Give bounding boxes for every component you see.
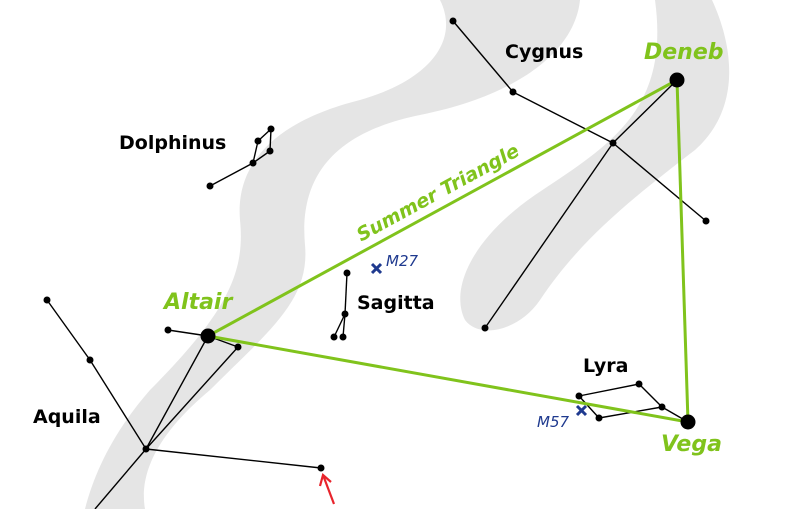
aquila-label: Aquila (33, 406, 101, 428)
milky-way-band-main (85, 0, 580, 509)
vega-label: Vega (661, 432, 722, 457)
lyra-lines (578, 383, 689, 423)
cygnus-lines (452, 20, 707, 329)
deneb-star (669, 72, 685, 88)
m57-x-mark-icon (575, 404, 588, 417)
cygnus-label: Cygnus (505, 41, 584, 63)
altair-star (200, 328, 216, 344)
lyra-label: Lyra (583, 355, 629, 377)
cygnus-stars (449, 17, 710, 332)
vega-star (680, 414, 696, 430)
altair-label: Altair (164, 290, 233, 315)
m27-label: M27 (386, 252, 419, 270)
sagitta-lines (333, 272, 348, 338)
summer-triangle-lines (207, 78, 690, 424)
sagitta-stars (330, 269, 351, 341)
aquila-stars (43, 296, 325, 472)
milky-way-band-right (460, 0, 730, 331)
lyra-stars (575, 380, 666, 422)
m27-x-mark-icon (370, 262, 383, 275)
dolphinus-stars (206, 125, 275, 190)
deneb-label: Deneb (644, 40, 724, 65)
sagitta-label: Sagitta (357, 292, 435, 314)
dolphinus-label: Dolphinus (119, 132, 227, 154)
m57-label: M57 (537, 413, 570, 431)
red-arrow-icon (318, 473, 336, 505)
